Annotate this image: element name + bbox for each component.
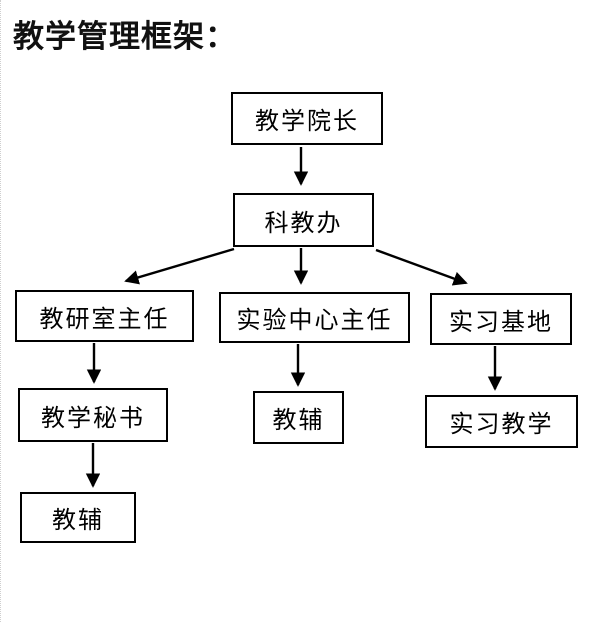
node-dean: 教学院长 <box>231 92 383 145</box>
node-teaching-aide-mid: 教辅 <box>253 391 344 444</box>
node-internship-base: 实习基地 <box>430 293 572 345</box>
arrow-keb-to-sxjd <box>375 248 468 286</box>
node-teaching-secretary: 教学秘书 <box>18 388 168 442</box>
arrow-keb-to-jys <box>124 247 235 285</box>
page-title: 教学管理框架： <box>13 19 237 54</box>
node-science-edu-office: 科教办 <box>233 193 374 247</box>
node-lab-center-director: 实验中心主任 <box>219 292 410 343</box>
node-teaching-aide-left: 教辅 <box>20 492 136 543</box>
node-internship-teaching: 实习教学 <box>425 395 578 448</box>
node-teach-research-director: 教研室主任 <box>15 290 194 342</box>
